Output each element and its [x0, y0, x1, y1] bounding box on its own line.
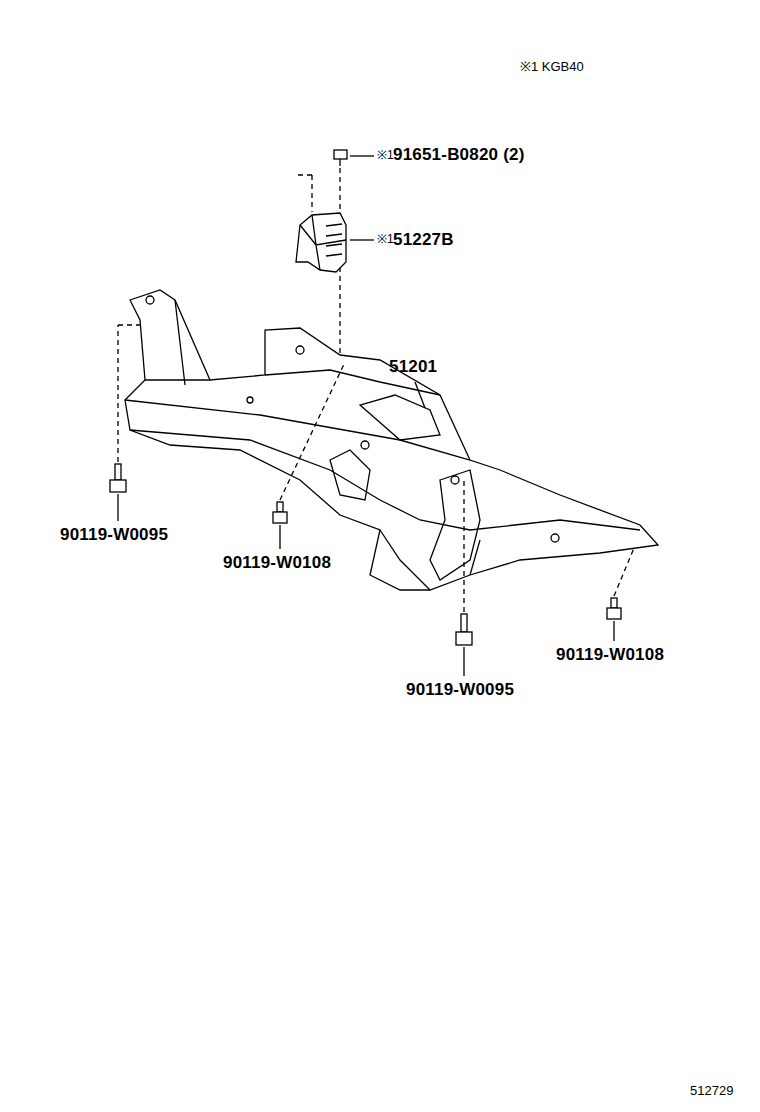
part-number: 51227B	[393, 231, 454, 250]
part-number: 51201	[389, 358, 437, 377]
part-number: 90119-W0095	[60, 526, 168, 545]
part-number: 91651-B0820 (2)	[393, 146, 525, 165]
part-number: 90119-W0095	[406, 681, 514, 700]
applicability-note: ※1 KGB40	[520, 60, 584, 74]
footnote-mark: ※1	[377, 149, 394, 162]
footnote-mark: ※1	[377, 233, 394, 246]
part-number: 90119-W0108	[556, 646, 664, 665]
illustration-number: 512729	[690, 1084, 733, 1098]
part-number: 90119-W0108	[223, 554, 331, 573]
